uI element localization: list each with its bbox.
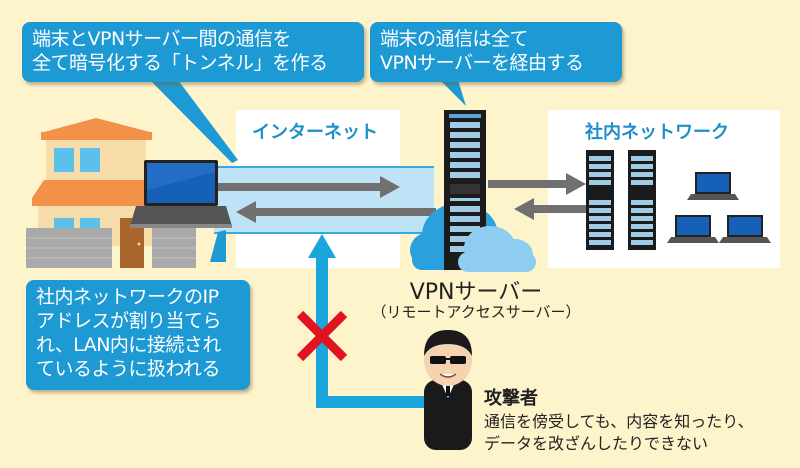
tunnel-arrow-outbound xyxy=(218,176,400,198)
internet-zone-title: インターネット xyxy=(252,122,378,143)
tunnel-arrow-inbound xyxy=(236,201,436,223)
callout-tail-ip-assign xyxy=(210,230,226,262)
attacker-description-line: データを改ざんしたりできない xyxy=(484,434,709,453)
callout-line: アドレスが割り当てら xyxy=(36,310,222,332)
blocked-x-icon xyxy=(296,310,348,362)
vpn-server-name: VPNサーバー xyxy=(409,280,543,305)
callout-line: れ、LAN内に接続され xyxy=(36,334,221,356)
callout-tunnel-encryption: 端末とVPNサーバー間の通信を 全て暗号化する「トンネル」を作る xyxy=(22,22,364,82)
corporate-server-rack-icon xyxy=(586,150,614,250)
callout-via-vpn-server: 端末の通信は全て VPNサーバーを経由する xyxy=(370,22,622,82)
corporate-arrow-outbound xyxy=(488,173,586,195)
corporate-laptop-icon xyxy=(667,215,719,243)
callout-line: VPNサーバーを経由する xyxy=(380,52,584,74)
attacker-title: 攻撃者 xyxy=(484,388,538,409)
vpn-server-subtitle: （リモートアクセスサーバー） xyxy=(371,303,581,321)
corporate-laptop-icon xyxy=(719,215,771,243)
attacker-icon xyxy=(424,330,472,450)
corporate-server-rack-icon xyxy=(628,150,656,250)
corporate-arrow-inbound xyxy=(514,198,586,220)
cloud-icon-front xyxy=(458,226,536,272)
callout-line: 端末とVPNサーバー間の通信を xyxy=(32,28,291,50)
corporate-network-zone-title: 社内ネットワーク xyxy=(585,122,729,143)
callout-line: 社内ネットワークのIP xyxy=(36,286,219,308)
vpn-server-rack-icon xyxy=(444,110,486,270)
corporate-laptop-icon xyxy=(687,172,739,200)
callout-line: 端末の通信は全て xyxy=(380,28,529,50)
laptop-icon xyxy=(130,160,232,228)
callout-tail-via-server xyxy=(440,80,466,106)
attacker-description-line: 通信を傍受しても、内容を知ったり、 xyxy=(484,412,754,431)
callout-ip-assignment: 社内ネットワークのIP アドレスが割り当てら れ、LAN内に接続され ているよう… xyxy=(26,280,250,390)
vpn-tunnel xyxy=(214,166,434,234)
callout-tail-tunnel xyxy=(150,80,238,163)
callout-line: 全て暗号化する「トンネル」を作る xyxy=(32,52,328,74)
callout-line: ているように扱われる xyxy=(36,358,221,380)
